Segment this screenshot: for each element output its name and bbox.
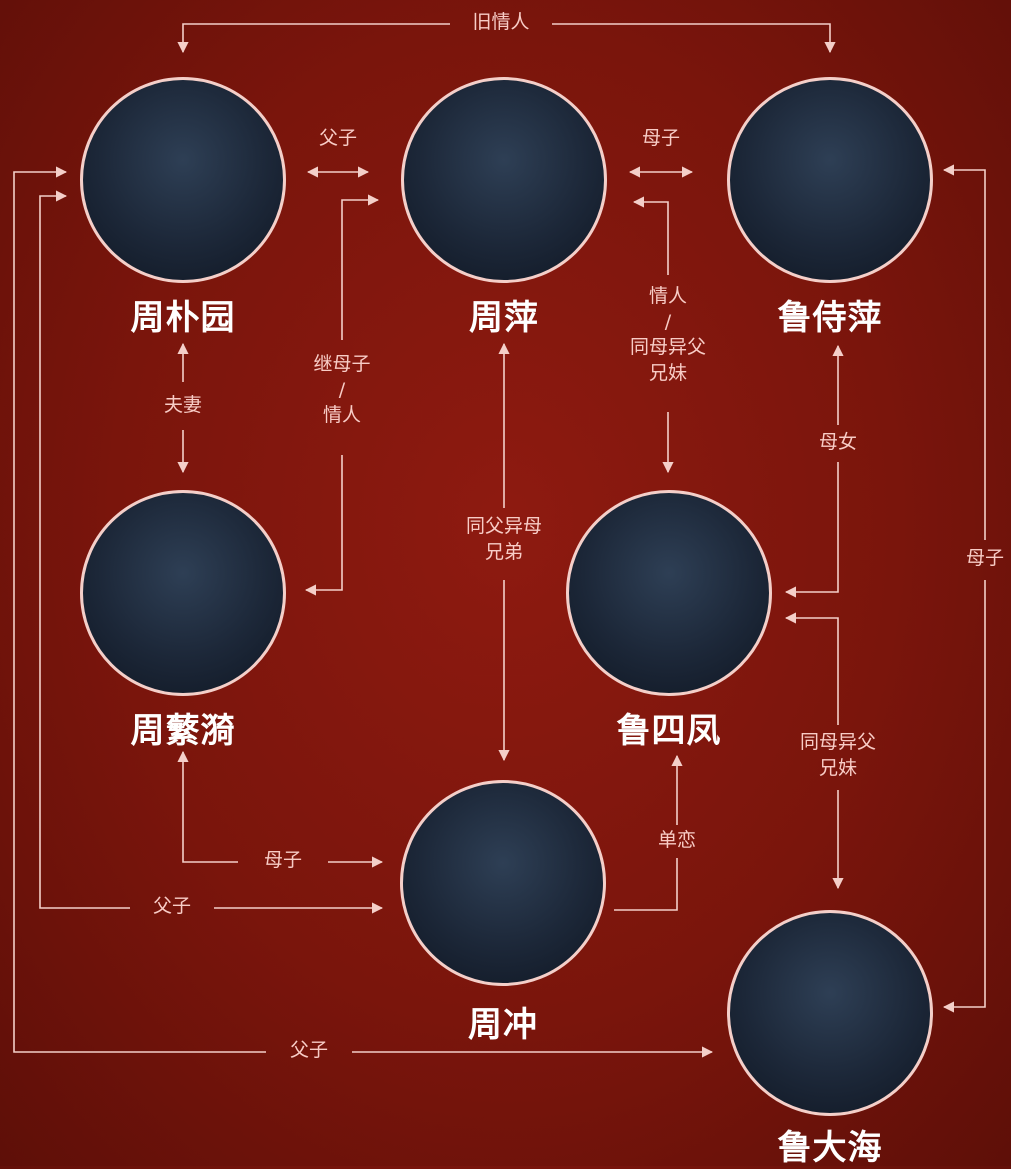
label-ping-sifeng-line2: 同母异父 bbox=[629, 336, 706, 359]
name-zhou-fanyi: 周蘩漪 bbox=[130, 711, 236, 751]
name-lu-sifeng: 鲁四凤 bbox=[616, 711, 722, 751]
line-sifeng-dahai-top bbox=[784, 612, 839, 725]
portrait-lu-sifeng bbox=[566, 490, 772, 696]
portrait-zhou-fanyi bbox=[80, 490, 286, 696]
name-zhou-chong: 周冲 bbox=[468, 1005, 538, 1045]
label-ping-chong-line2: 兄弟 bbox=[484, 540, 523, 563]
label-sifeng-dahai-line2: 兄妹 bbox=[818, 756, 857, 779]
label-old-lovers: 旧情人 bbox=[472, 11, 530, 33]
name-zhou-ping: 周萍 bbox=[469, 298, 539, 338]
line-puyuan-dahai-left bbox=[13, 166, 266, 1053]
label-fanyi-chong: 母子 bbox=[263, 849, 302, 871]
label-ping-shiping: 母子 bbox=[641, 127, 680, 149]
label-ping-chong: 同父异母 兄弟 bbox=[448, 514, 560, 565]
name-zhou-puyuan: 周朴园 bbox=[130, 298, 236, 338]
label-ping-sifeng: 情人 / 同母异父 兄妹 bbox=[610, 284, 726, 387]
line-shiping-dahai-bottom bbox=[942, 580, 986, 1013]
label-chong-sifeng: 单恋 bbox=[657, 829, 696, 851]
portrait-zhou-chong bbox=[400, 780, 606, 986]
name-lu-dahai: 鲁大海 bbox=[777, 1128, 883, 1168]
label-ping-sifeng-sep: / bbox=[664, 310, 672, 333]
portrait-zhou-ping bbox=[401, 77, 607, 283]
line-fanyi-ping-top bbox=[341, 194, 380, 340]
label-puyuan-ping: 父子 bbox=[318, 127, 357, 149]
label-puyuan-fanyi: 夫妻 bbox=[163, 394, 202, 416]
portrait-zhou-puyuan bbox=[80, 77, 286, 283]
label-sifeng-dahai: 同母异父 兄妹 bbox=[780, 730, 896, 781]
line-fanyi-ping-bottom bbox=[304, 455, 343, 596]
label-ping-sifeng-line1: 情人 bbox=[648, 285, 687, 307]
label-puyuan-dahai: 父子 bbox=[289, 1039, 328, 1061]
label-fanyi-ping-line1: 继母子 bbox=[313, 353, 371, 375]
portrait-lu-dahai bbox=[727, 910, 933, 1116]
label-shiping-sifeng: 母女 bbox=[818, 431, 857, 453]
label-ping-chong-line1: 同父异母 bbox=[465, 515, 542, 537]
line-chong-sifeng-bottom bbox=[614, 858, 678, 911]
label-ping-sifeng-line3: 兄妹 bbox=[648, 361, 687, 384]
line-old-lovers-left bbox=[177, 23, 450, 54]
line-old-lovers-right bbox=[552, 23, 836, 54]
portrait-lu-shiping bbox=[727, 77, 933, 283]
label-fanyi-ping: 继母子 / 情人 bbox=[300, 352, 384, 429]
line-shiping-dahai-top bbox=[942, 164, 986, 540]
label-shiping-dahai: 母子 bbox=[965, 547, 1004, 569]
name-lu-shiping: 鲁侍萍 bbox=[777, 298, 883, 338]
line-puyuan-chong-left bbox=[39, 190, 130, 909]
line-shiping-sifeng-bottom bbox=[784, 462, 839, 598]
label-puyuan-chong: 父子 bbox=[152, 895, 191, 917]
line-ping-sifeng-top bbox=[632, 196, 669, 275]
label-fanyi-ping-sep: / bbox=[338, 378, 346, 401]
label-fanyi-ping-line2: 情人 bbox=[322, 404, 361, 427]
label-sifeng-dahai-line1: 同母异父 bbox=[799, 731, 876, 753]
line-fanyi-chong-left bbox=[177, 750, 238, 863]
